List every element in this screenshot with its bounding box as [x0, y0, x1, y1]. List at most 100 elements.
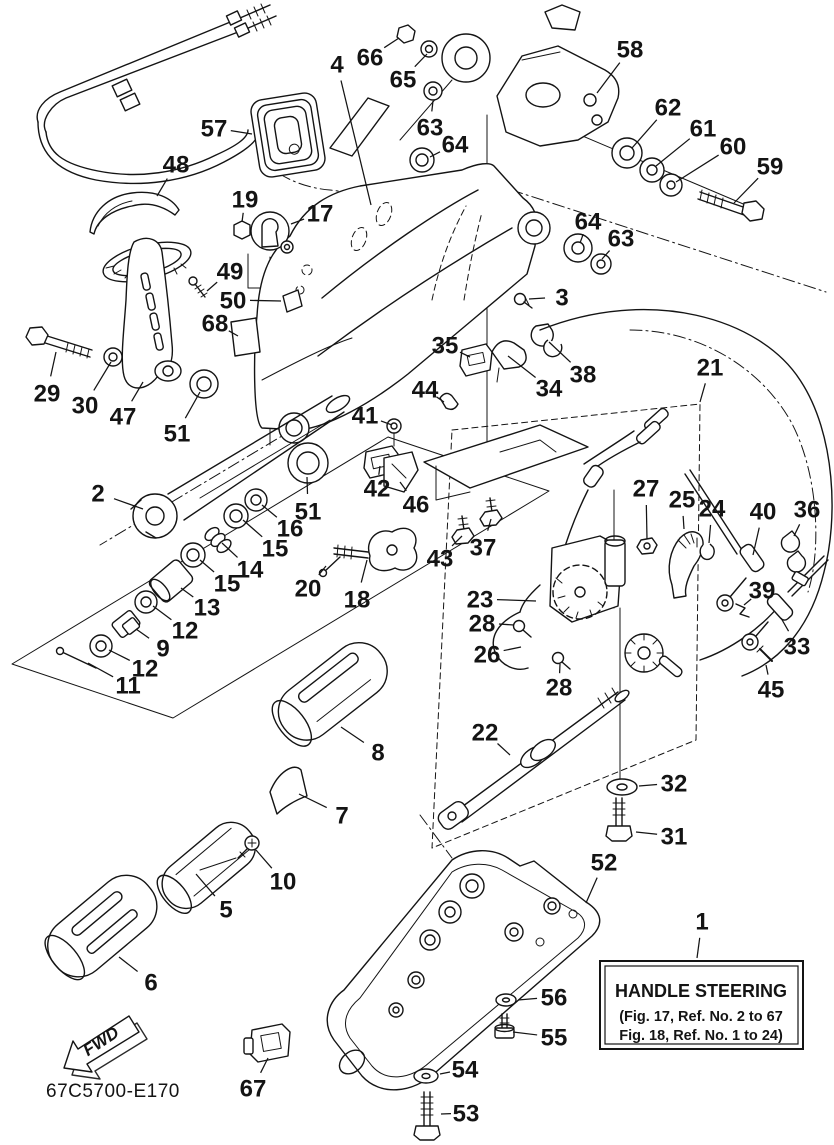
- leader-line-64: [579, 233, 584, 244]
- cable-33-part: [741, 555, 829, 651]
- spring-14-part: [204, 526, 232, 554]
- screw-10-part: [199, 835, 260, 871]
- callout-16: 16: [277, 516, 304, 543]
- washer-30-part: [103, 347, 123, 367]
- leader-line-26: [503, 646, 522, 652]
- callout-27: 27: [633, 476, 660, 503]
- plate-50-part: [282, 289, 303, 313]
- nut-66-part: [396, 24, 416, 44]
- leader-line-16: [261, 504, 278, 518]
- pin-11-part: [55, 646, 97, 669]
- leader-line-31: [635, 831, 658, 835]
- clamp-36-part: [780, 530, 809, 587]
- callout-9: 9: [156, 636, 169, 663]
- bolt-53-part: [413, 1091, 441, 1141]
- bushing-51-upper-part: [189, 369, 219, 399]
- callout-37: 37: [470, 535, 497, 562]
- cable-end-28b-part: [551, 651, 571, 670]
- leader-line-10: [255, 849, 273, 869]
- cable-end-28a-part: [512, 619, 532, 638]
- cable-bracket-assembly: [363, 292, 589, 545]
- leader-line-17: [290, 218, 305, 225]
- bracket-39-part: [735, 603, 750, 618]
- callout-51: 51: [164, 421, 191, 448]
- bushing-51-lower-part: [287, 442, 329, 484]
- leader-line-57: [230, 130, 253, 135]
- callout-67: 67: [240, 1076, 267, 1103]
- leader-line-38: [548, 341, 572, 363]
- tube-8-part: [271, 641, 388, 747]
- callout-62: 62: [655, 95, 682, 122]
- clamp-34-part: [491, 340, 527, 383]
- leader-line-36: [793, 524, 801, 537]
- callout-40: 40: [750, 499, 777, 526]
- leader-line-42: [378, 465, 381, 475]
- block-35-part: [459, 343, 493, 377]
- bracket-46-part: [383, 451, 419, 493]
- callout-39: 39: [749, 578, 776, 605]
- joint-9-part: [111, 610, 141, 638]
- callout-36: 36: [794, 497, 821, 524]
- callout-63: 63: [608, 226, 635, 253]
- leader-line-67: [260, 1057, 269, 1074]
- info-box-title: HANDLE STEERING: [615, 981, 787, 1001]
- tiller-housing: [253, 162, 612, 484]
- leader-line-28: [498, 623, 515, 626]
- grip-slots: [140, 272, 164, 351]
- leader-line-58: [596, 62, 621, 94]
- info-box: HANDLE STEERING (Fig. 17, Ref. No. 2 to …: [599, 960, 804, 1050]
- leader-line-1: [696, 937, 701, 959]
- leader-line-37: [487, 518, 492, 531]
- callout-23: 23: [467, 587, 494, 614]
- callout-18: 18: [344, 587, 371, 614]
- tube-5-part: [156, 821, 257, 914]
- leader-line-6: [118, 956, 138, 973]
- callout-64: 64: [442, 132, 469, 159]
- leader-line-20: [318, 565, 327, 576]
- screw-55-part: [494, 1013, 515, 1039]
- callout-25: 25: [669, 487, 696, 514]
- leader-line-34: [507, 355, 536, 379]
- callout-8: 8: [371, 740, 384, 767]
- leader-line-40: [752, 527, 760, 556]
- screw-49-part: [188, 276, 208, 298]
- callout-12: 12: [172, 618, 199, 645]
- callout-15: 15: [214, 571, 241, 598]
- leader-line-45: [765, 664, 769, 675]
- cap-16-part: [244, 488, 268, 512]
- callout-13: 13: [194, 595, 221, 622]
- bracket-58-body: [496, 45, 620, 147]
- leader-line-63: [431, 100, 434, 112]
- callout-24: 24: [699, 496, 726, 523]
- callout-layer: 6665458626160596364574819174964633506835…: [34, 37, 821, 1128]
- leader-line-55: [512, 1031, 538, 1036]
- leader-line-43: [451, 535, 463, 547]
- callout-68: 68: [202, 311, 229, 338]
- cable-40-part: [684, 469, 765, 612]
- leader-line-4: [340, 80, 372, 206]
- leader-line-39: [743, 598, 752, 606]
- leader-line-21: [699, 383, 706, 403]
- leader-line-61: [655, 138, 691, 167]
- mount-67-part: [243, 1023, 291, 1063]
- leader-line-47: [131, 381, 144, 402]
- callout-32: 32: [661, 771, 688, 798]
- callout-49: 49: [217, 259, 244, 286]
- leader-line-12: [108, 649, 131, 661]
- callout-21: 21: [697, 355, 724, 382]
- callout-31: 31: [661, 824, 688, 851]
- leader-line-33: [780, 617, 790, 632]
- dome-48-part: [89, 191, 180, 235]
- callout-38: 38: [570, 362, 597, 389]
- leader-line-51: [184, 391, 201, 419]
- leader-line-23: [496, 598, 537, 602]
- bolt-59-part: [697, 189, 765, 222]
- callout-55: 55: [541, 1025, 568, 1052]
- leader-line-25: [682, 515, 685, 530]
- callout-65: 65: [390, 67, 417, 94]
- callout-46: 46: [403, 492, 430, 519]
- callout-52: 52: [591, 850, 618, 877]
- bearing-12-part: [134, 590, 158, 614]
- housing-boss: [517, 211, 551, 245]
- callout-66: 66: [357, 45, 384, 72]
